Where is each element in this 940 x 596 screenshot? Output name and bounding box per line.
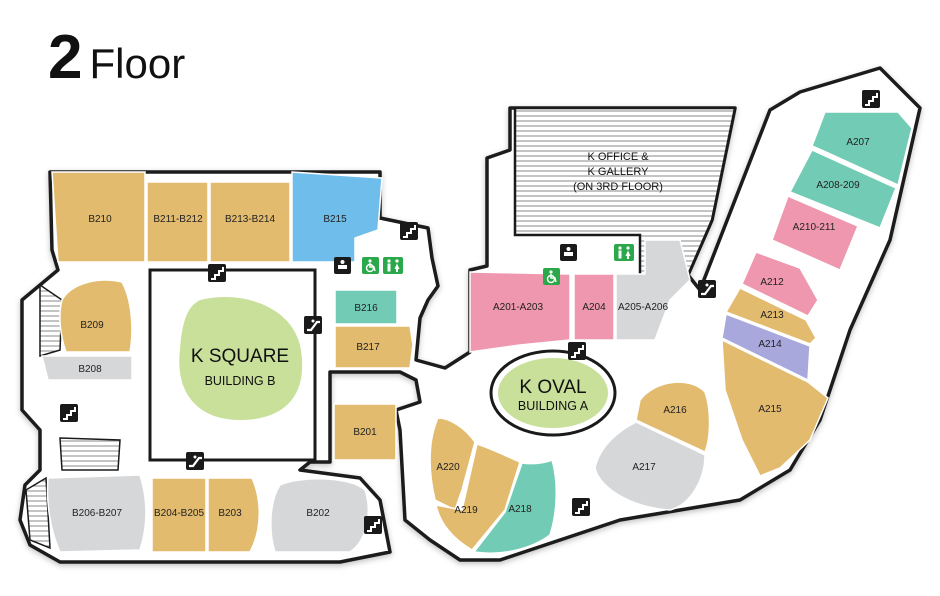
unit-a208-209[interactable]: A208-209 xyxy=(788,149,897,229)
unit-label: B201 xyxy=(353,427,377,438)
unit-a214[interactable]: A214 xyxy=(721,312,811,382)
unit-label: B210 xyxy=(88,214,112,225)
k-oval-building: BUILDING A xyxy=(518,399,589,413)
unit-a220[interactable]: A220 xyxy=(429,417,476,512)
unit-a219[interactable]: A219 xyxy=(435,443,521,551)
unit-label: A204 xyxy=(582,302,606,313)
unit-b209[interactable]: B209 xyxy=(59,279,133,353)
unit-label: B213-B214 xyxy=(225,214,275,225)
unit-label: B206-B207 xyxy=(72,508,122,519)
floor-word: Floor xyxy=(89,40,186,87)
stairs-icon xyxy=(400,222,418,240)
unit-label: A215 xyxy=(758,404,782,415)
wheelchair-icon xyxy=(543,268,560,285)
unit-label: B203 xyxy=(218,508,242,519)
office-line-1: K OFFICE & xyxy=(587,151,649,163)
k-oval-name: K OVAL xyxy=(519,377,586,398)
k-office-gallery: K OFFICE & K GALLERY (ON 3RD FLOOR) xyxy=(513,106,737,277)
unit-a218[interactable]: A218 xyxy=(472,458,558,554)
unit-b213-b214[interactable]: B213-B214 xyxy=(209,181,291,263)
escalator-icon xyxy=(186,452,204,470)
hatched-area-west xyxy=(39,283,63,358)
stairs-icon xyxy=(60,404,78,422)
unit-a210-211[interactable]: A210-211 xyxy=(771,194,859,271)
unit-b204-b205[interactable]: B204-B205 xyxy=(151,477,207,553)
office-line-3: (ON 3RD FLOOR) xyxy=(573,181,663,193)
unit-label: B202 xyxy=(306,508,330,519)
k-square-building: BUILDING B xyxy=(205,374,276,388)
wheelchair-icon xyxy=(362,257,379,274)
unit-label: B216 xyxy=(354,303,378,314)
unit-label: B217 xyxy=(356,342,380,353)
unit-label: A218 xyxy=(508,504,532,515)
unit-label: B211-B212 xyxy=(153,214,203,225)
unit-label: A216 xyxy=(663,405,687,416)
unit-label: B204-B205 xyxy=(154,508,204,519)
restroom-icon xyxy=(614,244,634,261)
unit-b217[interactable]: B217 xyxy=(334,325,414,369)
unit-b211-b212[interactable]: B211-B212 xyxy=(146,181,209,263)
stairs-icon xyxy=(208,264,226,282)
unit-label: B215 xyxy=(323,214,347,225)
escalator-icon xyxy=(304,316,322,334)
unit-label: B208 xyxy=(78,364,102,375)
stairs-icon xyxy=(572,498,590,516)
unit-label: A219 xyxy=(454,505,478,516)
unit-label: B209 xyxy=(80,320,104,331)
unit-a204[interactable]: A204 xyxy=(573,273,615,341)
unit-label: A220 xyxy=(436,462,460,473)
k-square-name: K SQUARE xyxy=(191,346,289,367)
unit-a207[interactable]: A207 xyxy=(811,111,913,187)
baby-change-icon xyxy=(560,244,577,261)
office-line-2: K GALLERY xyxy=(588,166,650,178)
unit-label: A217 xyxy=(632,462,656,473)
hatched-area-southwest xyxy=(25,476,51,550)
unit-b201[interactable]: B201 xyxy=(333,403,397,461)
unit-label: A212 xyxy=(760,277,784,288)
stairs-icon xyxy=(568,342,586,360)
unit-a216[interactable]: A216 xyxy=(635,381,711,454)
unit-a215[interactable]: A215 xyxy=(721,338,829,477)
escalator-icon xyxy=(698,280,716,298)
unit-label: A208-209 xyxy=(816,180,860,191)
floor-number: 2 xyxy=(48,23,82,92)
hatched-area-south xyxy=(59,437,121,471)
unit-label: A213 xyxy=(760,310,784,321)
baby-change-icon xyxy=(334,257,351,274)
stairs-icon xyxy=(364,516,382,534)
unit-a212[interactable]: A212 xyxy=(741,251,819,317)
unit-b206-b207[interactable]: B206-B207 xyxy=(46,474,147,553)
unit-label: A207 xyxy=(846,137,870,148)
unit-b210[interactable]: B210 xyxy=(51,171,146,263)
unit-label: A210-211 xyxy=(793,222,836,233)
unit-b216[interactable]: B216 xyxy=(334,289,398,325)
unit-b208[interactable]: B208 xyxy=(41,355,133,381)
unit-b215[interactable]: B215 xyxy=(291,171,383,263)
unit-a217[interactable]: A217 xyxy=(594,421,706,511)
unit-label: A201-A203 xyxy=(493,302,543,313)
unit-label: A214 xyxy=(758,339,782,350)
unit-b203[interactable]: B203 xyxy=(207,477,260,553)
stairs-icon xyxy=(862,90,880,108)
unit-label: A205-A206 xyxy=(618,302,668,313)
unit-b202[interactable]: B202 xyxy=(270,478,369,553)
restroom-icon xyxy=(383,257,403,274)
unit-a205-a206[interactable]: A205-A206 xyxy=(615,239,691,341)
k-oval-court: K OVAL BUILDING A xyxy=(489,349,617,437)
k-square-court: K SQUARE BUILDING B xyxy=(148,268,317,462)
unit-a213[interactable]: A213 xyxy=(724,287,817,345)
